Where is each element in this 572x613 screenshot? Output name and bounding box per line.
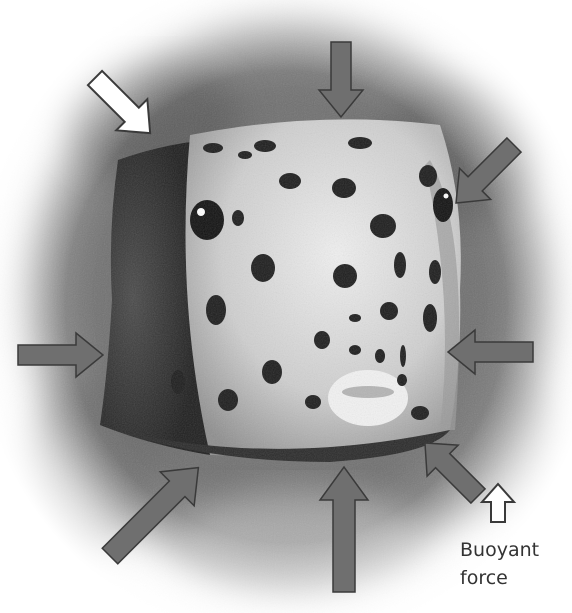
buoyant-force-label: Buoyant	[460, 538, 570, 562]
buoyant-force-label-line-2: force	[460, 566, 570, 590]
